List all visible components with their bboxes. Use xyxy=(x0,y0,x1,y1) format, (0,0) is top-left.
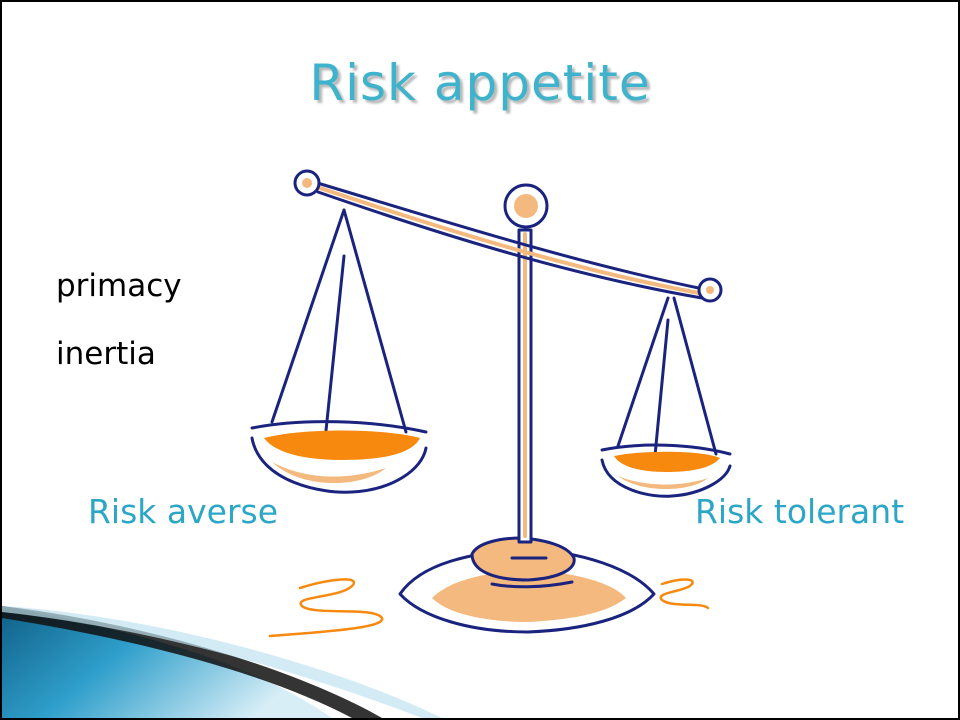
balance-scale-icon xyxy=(250,169,732,638)
label-risk-tolerant: Risk tolerant xyxy=(695,492,905,531)
bullet-primacy: primacy xyxy=(56,268,182,304)
label-risk-averse: Risk averse xyxy=(88,492,279,531)
bullet-inertia: inertia xyxy=(56,336,156,372)
slide-title: Risk appetite xyxy=(309,54,651,112)
